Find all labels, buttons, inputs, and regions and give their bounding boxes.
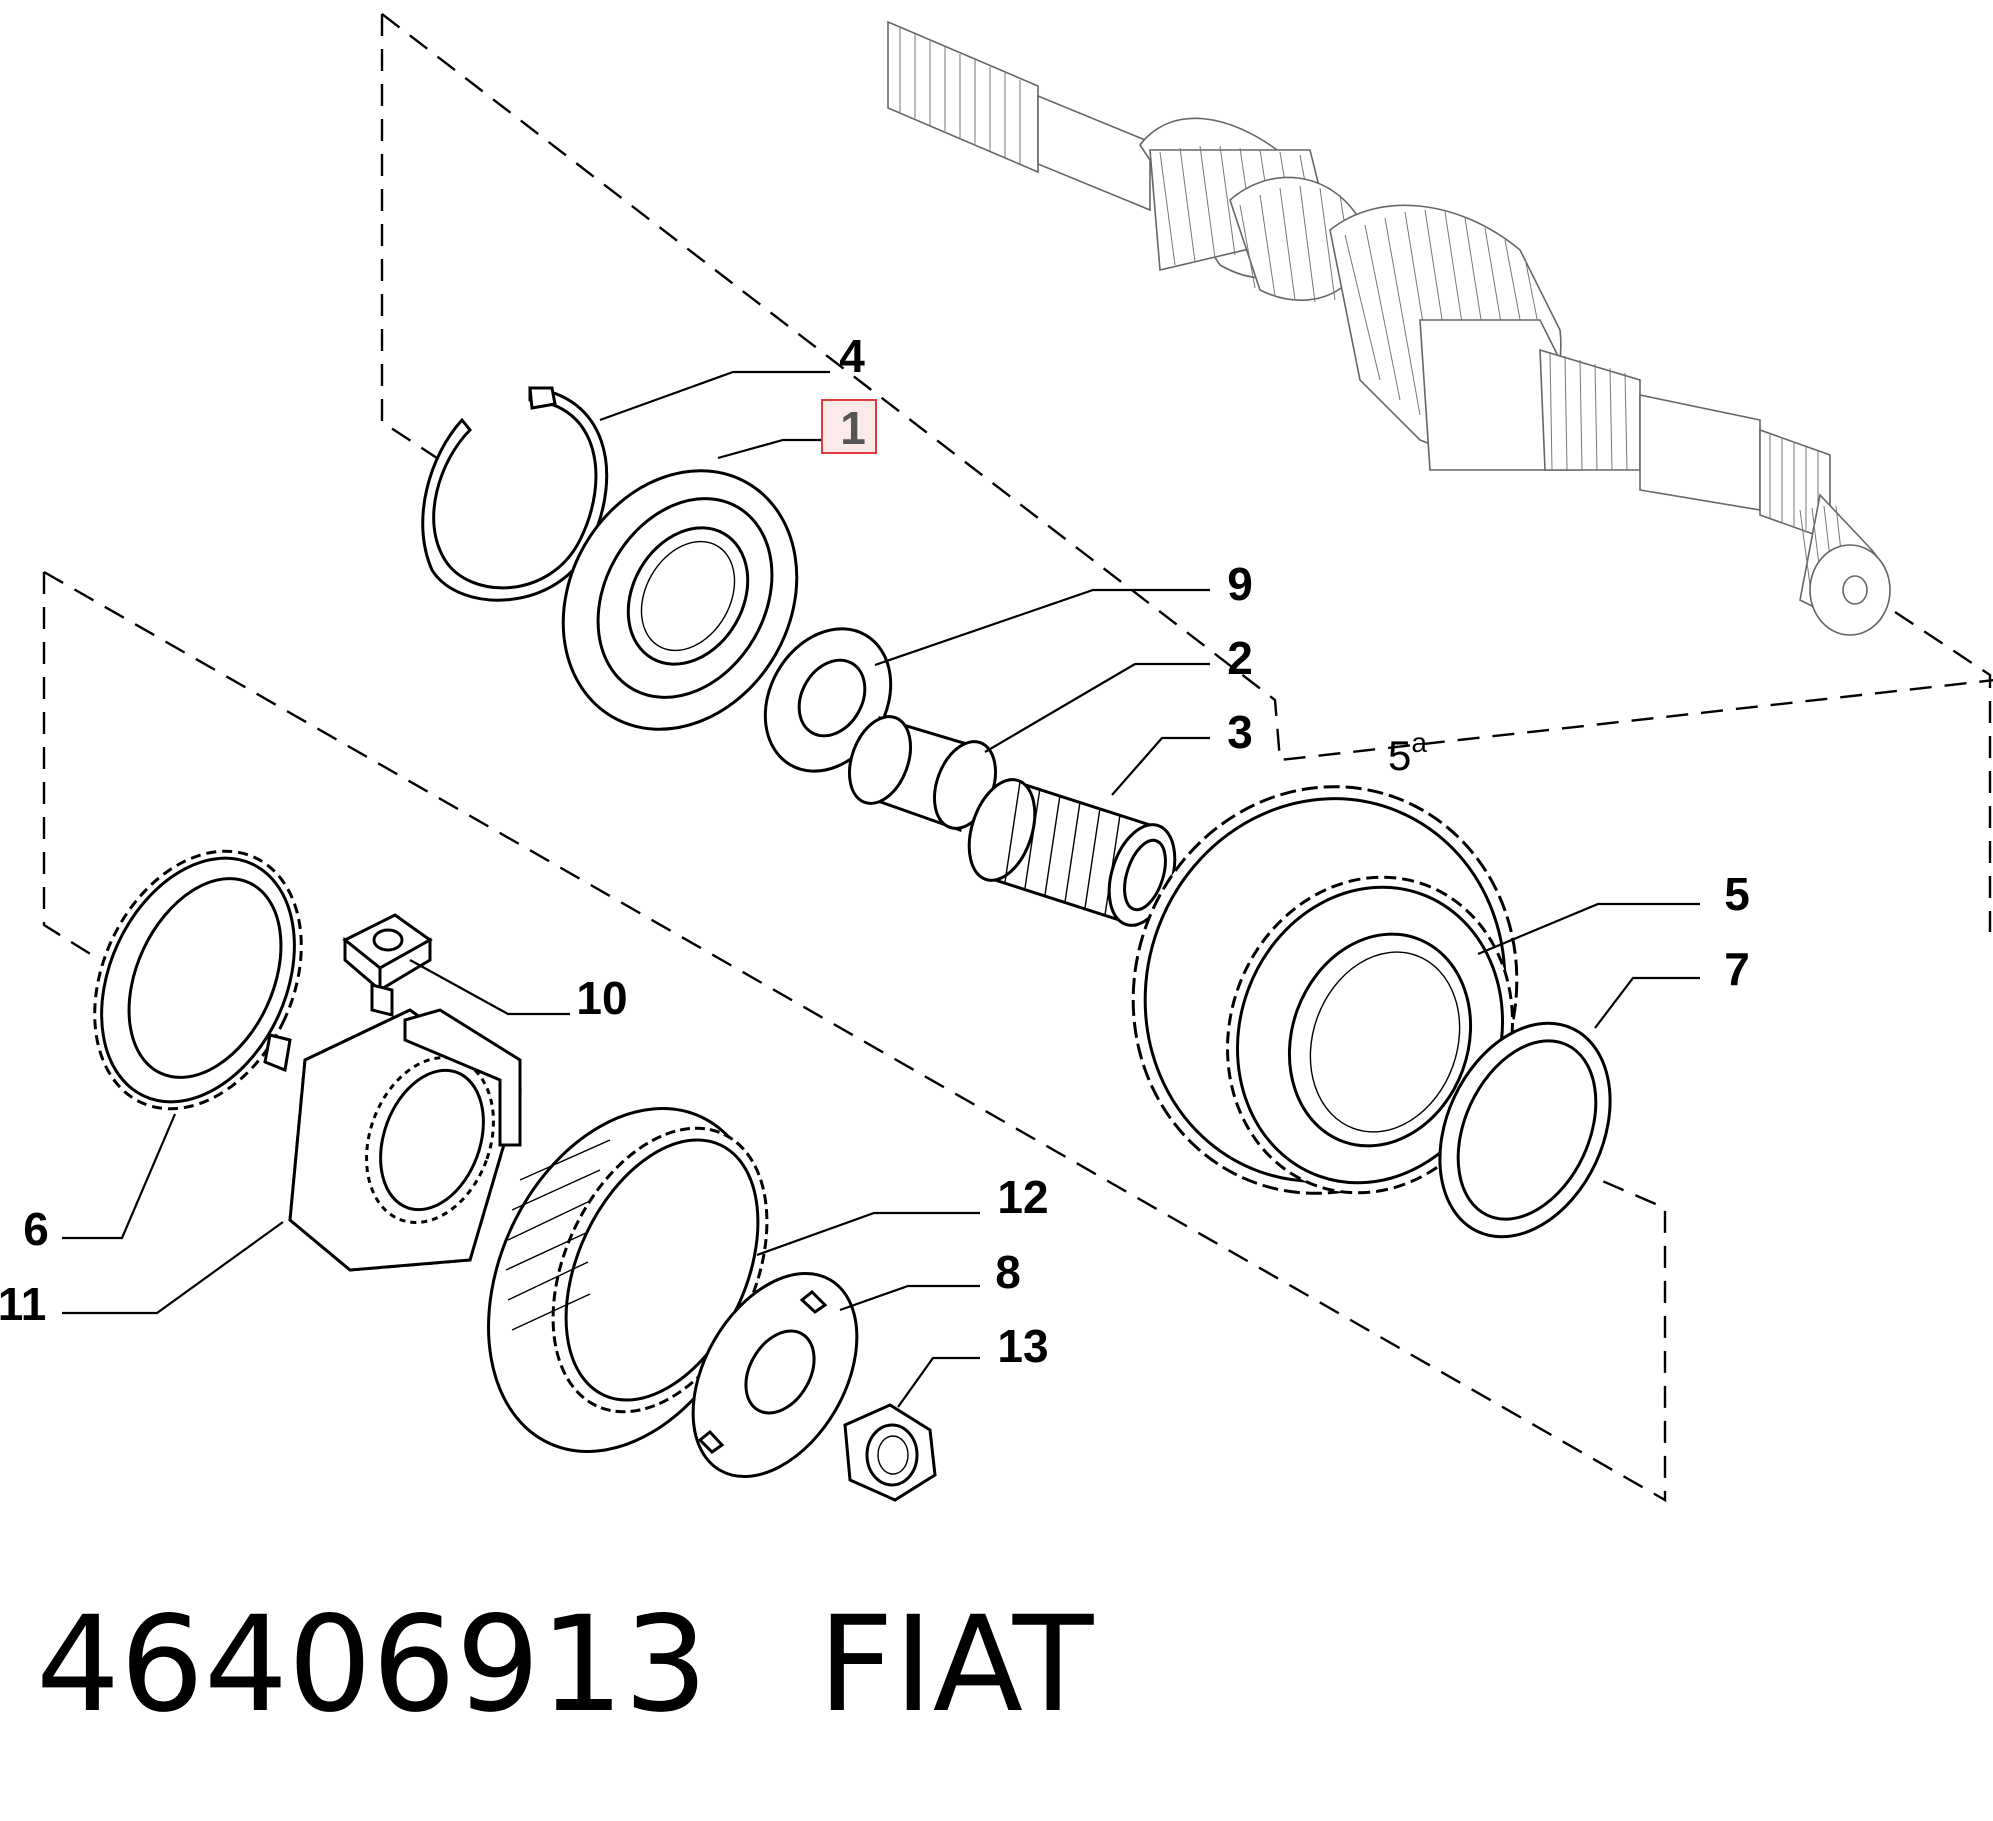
- part-label-8: 8: [995, 1246, 1021, 1298]
- part-label-1: 1: [840, 402, 866, 454]
- assembly-dashed-outline: [42, 13, 1993, 1503]
- fifth-gear-label-superscript: a: [1411, 727, 1427, 758]
- main-shaft: [887, 20, 1891, 636]
- part-label-10: 10: [576, 972, 627, 1024]
- part-6-synchro-ring: [93, 849, 303, 1111]
- part-label-7: 7: [1724, 943, 1750, 995]
- part-3-needle-bearing: [967, 778, 1177, 927]
- part-label-2: 2: [1227, 632, 1253, 684]
- part-5-fifth-gear: [1131, 785, 1519, 1195]
- part-7-thrust-washer: [1438, 1021, 1612, 1239]
- part-number: 46406913: [36, 1588, 708, 1742]
- fifth-gear-label: 5a: [1388, 727, 1427, 779]
- part-label-13: 13: [997, 1320, 1048, 1372]
- part-label-3: 3: [1227, 706, 1253, 758]
- part-13-nut: [843, 1403, 937, 1502]
- part-label-11: 11: [0, 1278, 46, 1330]
- part-label-6: 6: [23, 1203, 49, 1255]
- exploded-parts-diagram: 4 1 9 2 3 5 7 6 10 11 12 8 13 5a: [0, 13, 1993, 1503]
- part-labels: 4 1 9 2 3 5 7 6 10 11 12 8 13: [0, 330, 1750, 1372]
- fifth-gear-label-number: 5: [1388, 732, 1411, 779]
- leader-lines: [62, 370, 1700, 1408]
- part-10-sliding-key: [342, 913, 433, 1017]
- part-1-highlight-box: [821, 399, 877, 454]
- part-number-footer: 46406913 FIAT: [36, 1590, 1093, 1740]
- part-2-bushing: [848, 715, 997, 833]
- part-label-9: 9: [1227, 558, 1253, 610]
- brand-name: FIAT: [817, 1588, 1094, 1742]
- part-1-ball-bearing: [561, 469, 799, 731]
- part-label-12: 12: [997, 1171, 1048, 1223]
- part-label-4: 4: [839, 330, 865, 382]
- part-11-synchro-hub: [288, 1008, 522, 1272]
- part-8-tab-washer: [691, 1272, 859, 1478]
- part-label-5: 5: [1724, 868, 1750, 920]
